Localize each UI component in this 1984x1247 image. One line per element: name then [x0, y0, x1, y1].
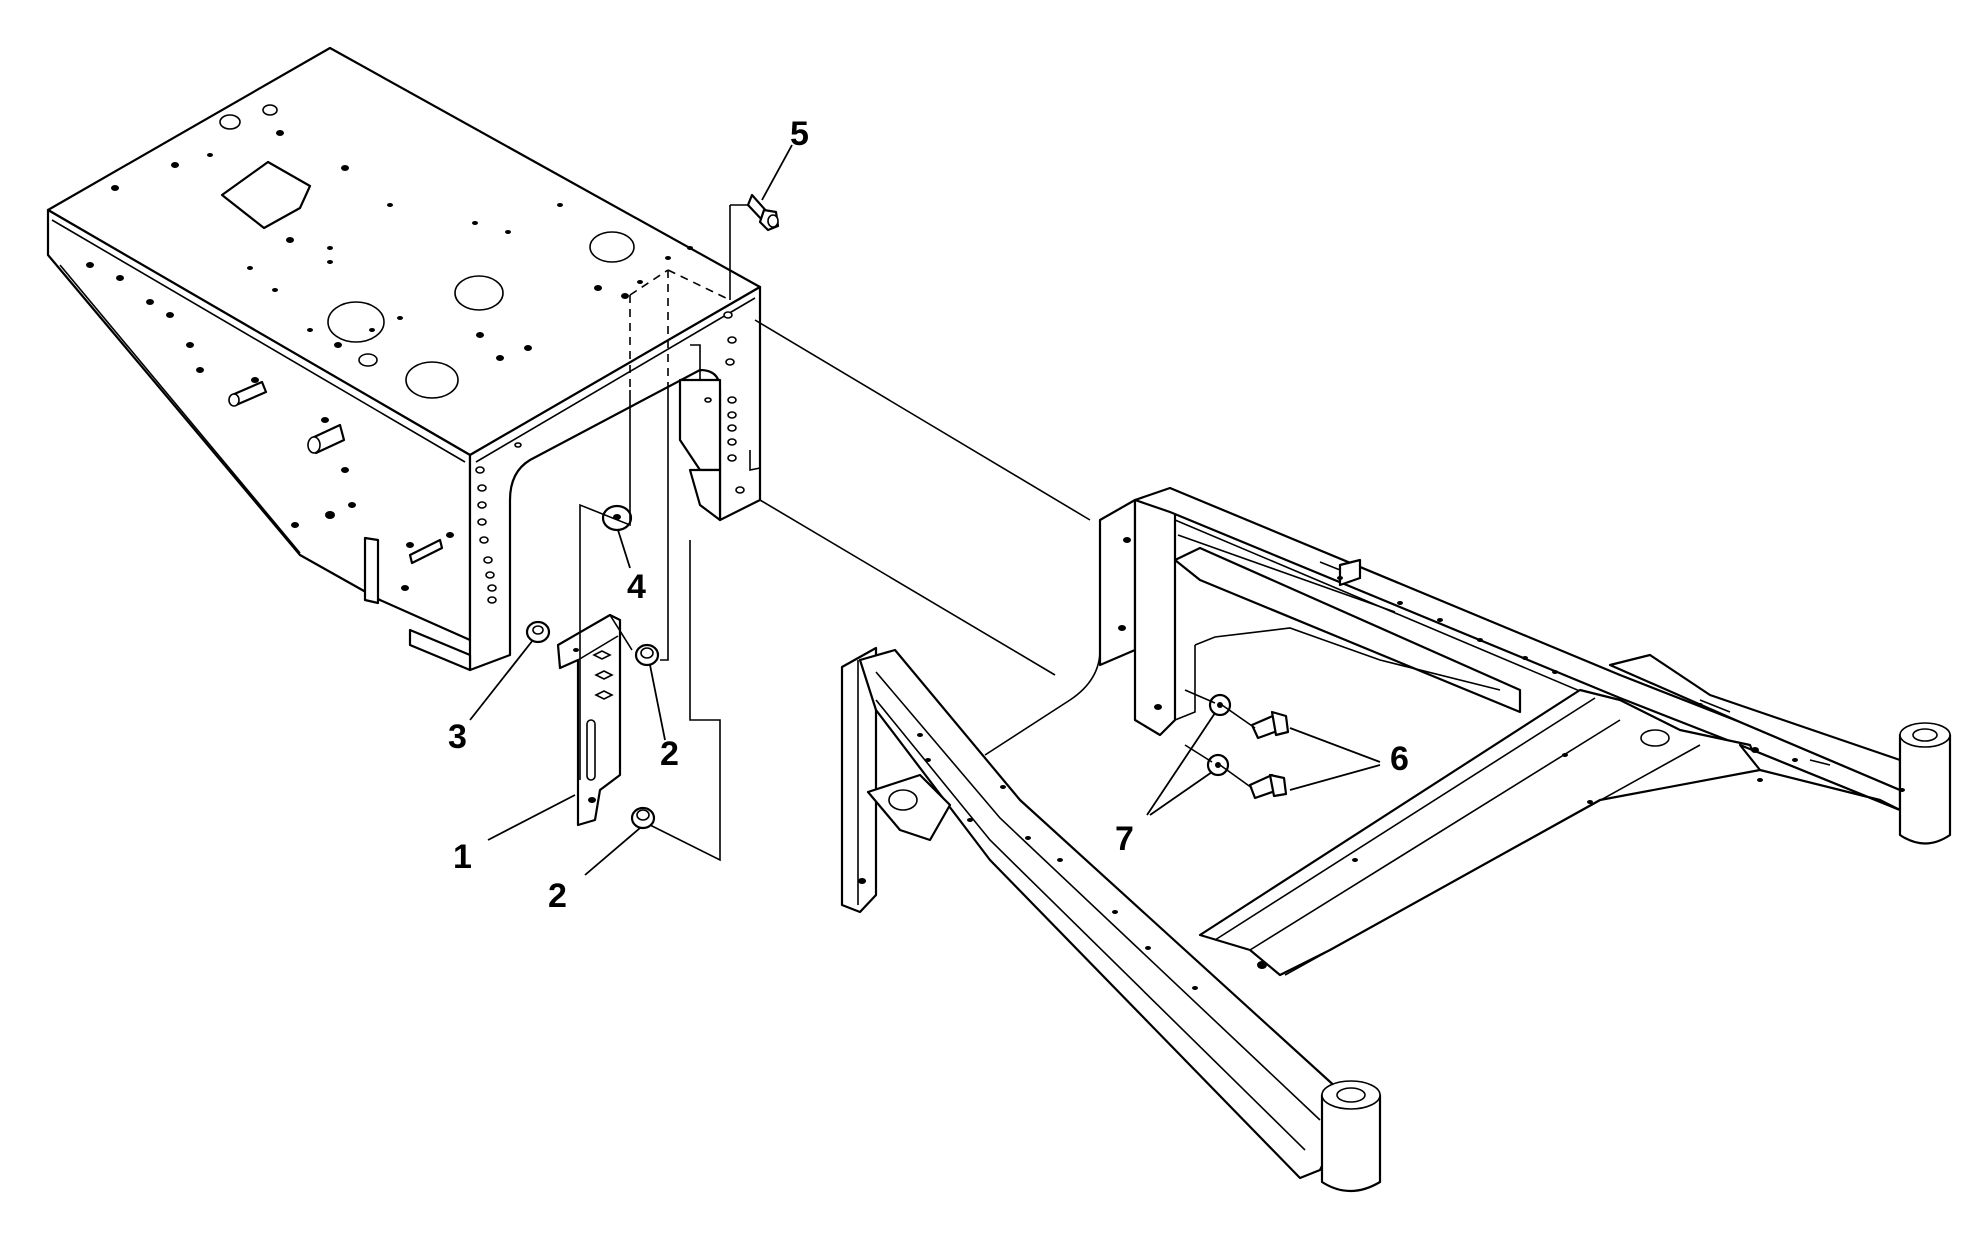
part-2-nut-upper [634, 643, 660, 667]
callout-4: 4 [627, 568, 646, 606]
callout-2-lower: 2 [548, 877, 567, 915]
callout-6: 6 [1390, 740, 1409, 778]
callout-5: 5 [790, 115, 809, 153]
part-7-washer-upper [1208, 693, 1232, 717]
part-6-bolt-upper [1250, 710, 1290, 740]
part-7-washer-lower [1206, 753, 1230, 777]
callout-2-upper: 2 [660, 735, 679, 773]
console-bracket [46, 46, 762, 672]
main-frame [840, 486, 1952, 1192]
part-2-nut-lower [630, 806, 656, 830]
callout-3: 3 [448, 718, 467, 756]
part-3-nut [525, 620, 551, 644]
part-4-washer [601, 504, 633, 532]
assembly-lines [579, 204, 1256, 862]
leader-lines [469, 144, 1381, 876]
callout-7: 7 [1115, 820, 1134, 858]
part-6-bolt-lower [1248, 773, 1288, 800]
part-1-adjustment-plate [556, 613, 622, 827]
part-5-bolt [746, 193, 780, 232]
callout-1: 1 [453, 838, 472, 876]
